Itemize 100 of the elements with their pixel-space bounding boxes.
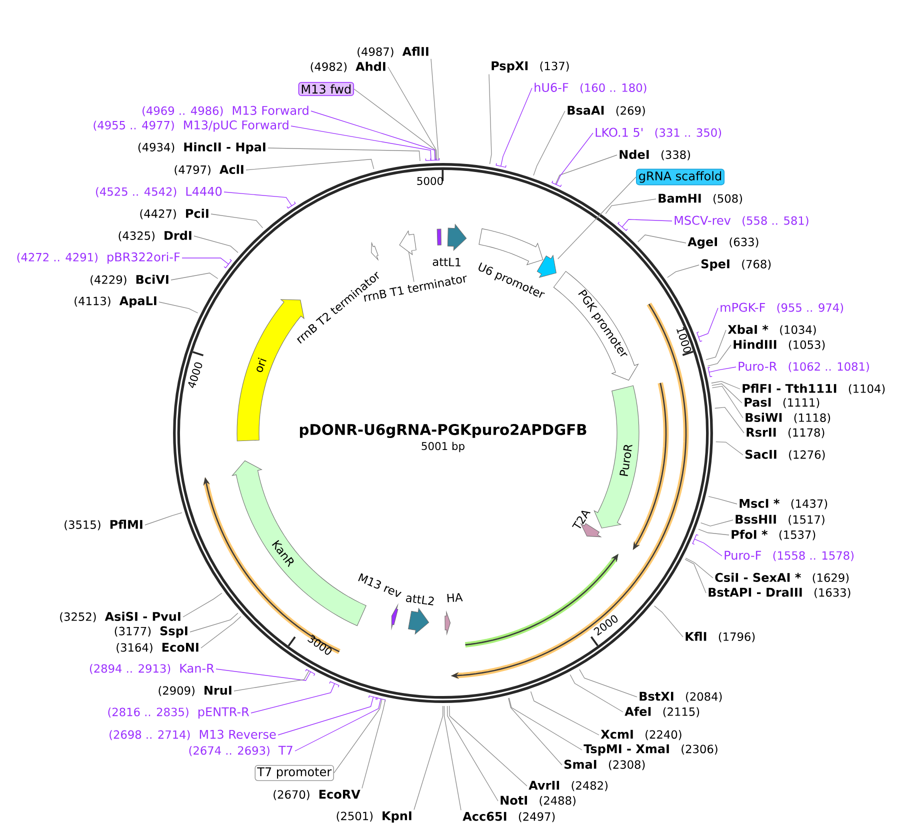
feature-tag: gRNA scaffold: [636, 168, 725, 186]
site-label: BstAPI - DraIII (1633): [708, 588, 850, 598]
leader-line: [700, 520, 734, 526]
leader-line: [692, 534, 722, 556]
leader-line: [685, 558, 714, 578]
node-label: attL2: [406, 594, 434, 606]
site-label: (2670) EcoRV: [274, 790, 360, 800]
leader-line: [334, 698, 382, 774]
leader-line: [488, 74, 492, 164]
leader-line: [508, 698, 562, 766]
site-label: NdeI (338): [620, 150, 690, 160]
leader-line: [708, 366, 736, 378]
leader-line: [170, 272, 218, 280]
leader-line: [408, 251, 414, 282]
scale-label: 1000: [676, 327, 692, 353]
leader-line: [698, 528, 730, 536]
site-label: MscI * (1437): [740, 498, 828, 510]
leader-line: [234, 670, 310, 692]
site-label: HindIII (1053): [734, 340, 825, 350]
site-label: RsrII (1178): [746, 428, 824, 438]
site-label: NotI (2488): [500, 796, 576, 806]
site-label: (4325) DrdI: [118, 230, 192, 242]
leader-line: [354, 88, 436, 160]
node-label: T2A: [572, 510, 591, 528]
primer-label: hU6-F (160 .. 180): [534, 82, 646, 94]
leader-line: [449, 706, 528, 786]
site-label: SmaI (2308): [564, 760, 645, 770]
site-label: AfeI (2115): [624, 706, 700, 718]
primer-label: (4955 .. 4977) M13/pUC Forward: [94, 120, 288, 132]
site-label: PasI (1111): [744, 398, 820, 408]
leader-line: [605, 198, 656, 214]
primer-label: (4525 .. 4542) L4440: [96, 186, 222, 198]
node-label: HA: [447, 593, 463, 602]
leader-line: [190, 612, 238, 632]
leader-line: [250, 681, 340, 714]
site-label: TspMI - XmaI (2306): [584, 744, 718, 756]
leader-line: [708, 496, 738, 504]
leader-line: [712, 383, 742, 404]
leader-line: [496, 88, 532, 168]
plasmid-size: 5001 bp: [422, 442, 464, 452]
leader-line: [711, 380, 740, 390]
feature-block: PuroR: [594, 385, 640, 528]
primer-label: mPGK-F (955 .. 974): [720, 302, 844, 314]
leader-line: [224, 192, 296, 209]
leader-line: [444, 706, 462, 811]
leader-line: [388, 66, 437, 160]
site-label: BsaAI (269): [568, 106, 645, 116]
primer-label: (2894 .. 2913) Kan-R: [90, 664, 214, 674]
leader-line: [158, 302, 198, 314]
primer-label: LKO.1 5' (331 .. 350): [596, 128, 722, 138]
leader-line: [182, 258, 232, 268]
site-label: BsiWI (1118): [746, 412, 830, 424]
leader-line: [714, 407, 744, 434]
leader-line: [618, 219, 672, 231]
leader-line: [216, 668, 316, 681]
site-label: (4113) ApaLI: [74, 296, 156, 308]
primer-label: (2674 .. 2693) T7: [189, 746, 292, 756]
scale-label: 5000: [417, 176, 443, 186]
primer-label: Puro-R (1062 .. 1081): [738, 362, 869, 372]
site-label: (3252) AsiSI - PvuI: [60, 612, 180, 622]
feature-block: [436, 228, 442, 246]
leader-line: [294, 697, 386, 752]
site-label: (4797) AclI: [174, 164, 244, 176]
site-label: Acc65I (2497): [462, 812, 555, 822]
feature-tag: T7 promoter: [254, 764, 334, 782]
site-label: KflI (1796): [686, 632, 755, 642]
primer-label: (4969 .. 4986) M13 Forward: [142, 106, 308, 116]
leader-line: [430, 58, 439, 160]
site-label: (4934) HincII - HpaI: [138, 142, 266, 154]
leader-line: [654, 606, 684, 638]
leader-line: [210, 214, 264, 228]
leader-line: [268, 148, 420, 162]
feature-tag: M13 fwd: [298, 82, 354, 96]
feature-block: attL1: [432, 224, 467, 266]
primer-label: (2816 .. 2835) pENTR-R: [108, 707, 250, 719]
site-label: AvrII (2482): [528, 780, 608, 792]
leader-line: [667, 264, 700, 278]
leader-line: [194, 236, 238, 254]
primer-label: (2698 .. 2714) M13 Reverse: [110, 730, 276, 740]
site-label: PspXI (137): [492, 61, 569, 73]
site-label: SacII (1276): [745, 450, 825, 460]
site-label: BstXI (2084): [640, 692, 722, 702]
node-label: attL1: [432, 258, 460, 266]
leader-line: [579, 669, 638, 698]
leader-line: [684, 558, 706, 594]
leader-line: [555, 154, 618, 185]
leader-line: [246, 158, 374, 170]
leader-line: [310, 110, 440, 161]
leader-line: [144, 512, 182, 526]
site-label: (2909) NruI: [158, 686, 232, 696]
leader-line: [508, 698, 582, 750]
site-label: SpeI (768): [701, 259, 771, 271]
site-label: (2501) KpnI: [336, 811, 412, 823]
site-label: PflFI - Tth111I (1104): [742, 384, 885, 394]
site-label: XcmI (2240): [600, 730, 682, 740]
site-label: (4987) AflII: [358, 46, 428, 58]
leader-line: [638, 234, 686, 244]
leader-line: [200, 616, 242, 648]
site-label: BamHI (508): [658, 194, 742, 204]
leader-line: [182, 592, 222, 618]
